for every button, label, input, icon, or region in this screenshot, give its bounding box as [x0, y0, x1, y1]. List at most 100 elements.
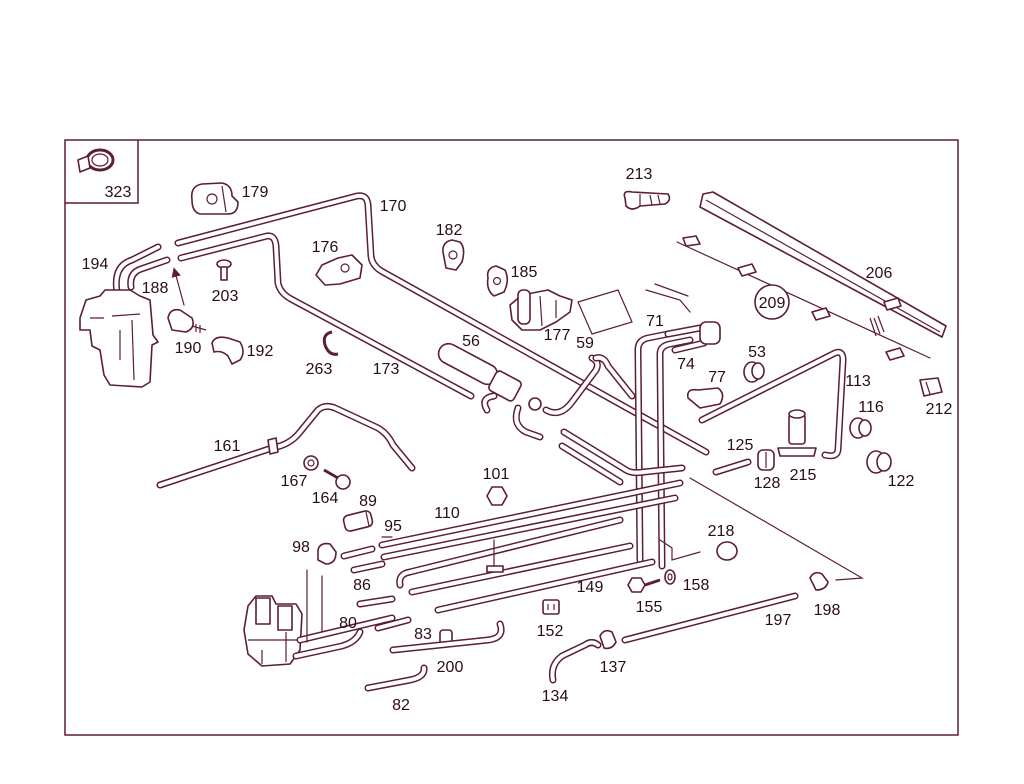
tube-diagonal-a-core	[562, 430, 684, 475]
callout-label-circled: 209	[759, 295, 786, 312]
callout-label: 116	[858, 399, 884, 416]
tee-215	[777, 409, 817, 457]
tube-197-core	[623, 594, 797, 642]
tube-86a-core	[342, 547, 374, 558]
cap-218	[716, 541, 738, 561]
hose-134-core	[550, 640, 600, 682]
callout-label: 213	[626, 166, 653, 183]
tube-173-core	[179, 233, 473, 398]
callout-label: 190	[175, 340, 202, 357]
callout-label: 149	[577, 579, 604, 596]
tube-149a-core	[410, 544, 632, 594]
reservoir	[79, 289, 159, 388]
grommet-53	[743, 361, 765, 383]
connector-128	[757, 449, 775, 471]
diagram-frame	[64, 139, 959, 736]
callout-label: 218	[708, 523, 735, 540]
fitting-71	[699, 321, 721, 345]
callout-label: 101	[483, 466, 510, 483]
callout-label: 173	[373, 361, 400, 378]
grommet-116	[849, 417, 872, 439]
callout-label: 71	[646, 313, 664, 330]
tube-56-lower-core	[514, 406, 542, 439]
bracket-plate	[577, 289, 633, 335]
callout-label: 192	[247, 343, 274, 360]
push-pin-203	[216, 259, 232, 281]
block-152	[542, 599, 560, 615]
inset-frame	[65, 140, 139, 204]
tube-hook-core	[397, 518, 622, 587]
pipe-113	[698, 348, 847, 460]
callout-label: 98	[292, 539, 310, 556]
callout-label: 197	[765, 612, 792, 629]
hose-125-core	[714, 460, 750, 474]
direction-arrow	[171, 267, 185, 306]
callout-label: 122	[888, 473, 915, 490]
callout-label: 74	[677, 356, 695, 373]
leader-pump	[306, 569, 323, 643]
nut-101	[486, 486, 508, 506]
washer-158	[664, 569, 676, 585]
clip-198	[809, 571, 829, 591]
callout-label: 83	[414, 626, 432, 643]
callout-label: 113	[845, 373, 871, 390]
bracket-lines	[645, 283, 691, 313]
callout-label: 182	[436, 222, 463, 239]
callout-label: 128	[754, 475, 781, 492]
bracket-176	[315, 254, 363, 286]
tube-59b-core	[594, 355, 634, 398]
callout-label: 164	[312, 490, 339, 507]
callout-label: 200	[437, 659, 464, 676]
tube-pump-b-core	[294, 630, 362, 658]
bracket-179	[190, 182, 239, 215]
hose-194-core	[114, 245, 160, 294]
hose-188-core	[128, 258, 169, 289]
screw-164	[323, 468, 351, 490]
callout-label: 80	[339, 615, 357, 632]
callout-label: 323	[105, 184, 132, 201]
callout-label: 59	[576, 335, 594, 352]
tube-161-core	[158, 404, 414, 487]
bolt-155	[627, 577, 661, 593]
callout-label: 206	[866, 265, 893, 282]
pipe-113-core	[700, 350, 845, 458]
clip-212	[919, 377, 943, 397]
callout-label: 125	[727, 437, 754, 454]
callout-label: 137	[600, 659, 627, 676]
hose-80a-core	[358, 597, 394, 606]
callout-label: 263	[306, 361, 333, 378]
pipe-71a-core	[636, 332, 670, 562]
callout-label: 82	[392, 697, 410, 714]
clip-192	[211, 336, 244, 365]
callout-label: 155	[636, 599, 663, 616]
tube-110a-core	[380, 481, 682, 547]
callout-label: 134	[542, 688, 569, 705]
callout-label: 95	[384, 518, 402, 535]
leader-long	[689, 477, 864, 581]
callout-label: 89	[359, 493, 377, 510]
callout-label: 77	[708, 369, 726, 386]
callout-label: 167	[281, 473, 308, 490]
fitting-89	[342, 510, 374, 532]
pump-assembly	[243, 595, 303, 667]
callout-label: 198	[814, 602, 841, 619]
valve-177	[509, 289, 573, 331]
callout-label: 176	[312, 239, 339, 256]
hose-74a-core	[666, 326, 702, 336]
hose-clamp-icon	[77, 148, 115, 173]
callout-label: 179	[242, 184, 269, 201]
callout-label: 152	[537, 623, 564, 640]
filter-56	[437, 342, 542, 411]
washer-167	[303, 455, 319, 471]
callout-label: 158	[683, 577, 710, 594]
valve-190	[167, 308, 207, 333]
tube-56-out-core	[482, 394, 496, 412]
grommet-122	[866, 450, 892, 474]
callout-label: 56	[462, 333, 480, 350]
tube-diagonal-b-core	[560, 444, 622, 484]
pipe-71b	[656, 336, 694, 570]
callout-label: 188	[142, 280, 169, 297]
callout-label: 110	[434, 505, 460, 522]
reference-circle	[754, 284, 790, 320]
